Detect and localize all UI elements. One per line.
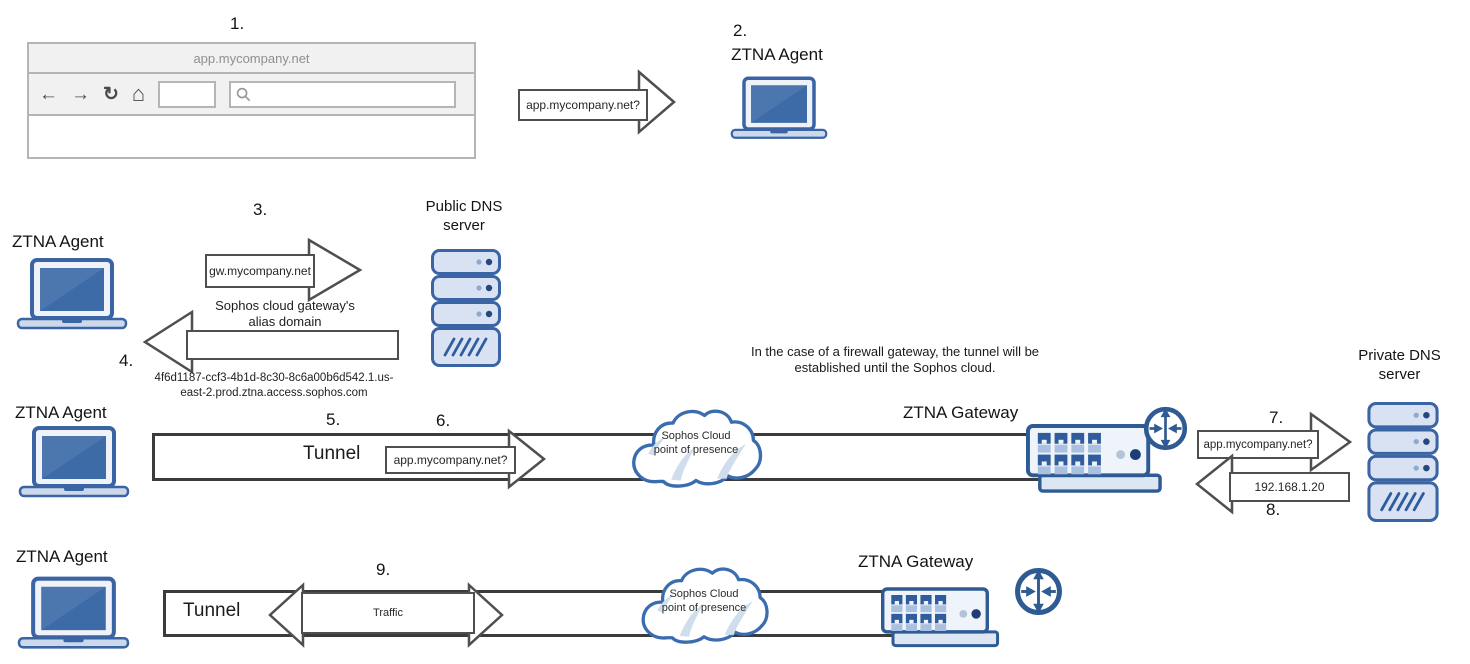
address-input[interactable] [158, 80, 217, 108]
home-icon[interactable]: ⌂ [131, 81, 146, 106]
step-8: 8. [1266, 500, 1281, 519]
ztna-agent-label-1: ZTNA Agent [731, 45, 823, 64]
ztna-gateway-label-2: ZTNA Gateway [858, 552, 974, 571]
sophos-cloud-label-1: Sophos Cloud point of presence [653, 430, 739, 457]
arrow-ip-response: 192.168.1.20 [1229, 472, 1350, 502]
back-icon[interactable]: ← [39, 83, 58, 105]
ztna-agent-label-4: ZTNA Agent [16, 547, 108, 566]
arrow-alias-response [186, 330, 399, 360]
step-4: 4. [119, 351, 134, 370]
public-dns-label: Public DNS server [425, 198, 503, 234]
dns-server-icon [1367, 402, 1439, 522]
laptop-icon [18, 426, 130, 498]
switch-icon [881, 586, 1001, 652]
ztna-agent-label-2: ZTNA Agent [12, 232, 104, 251]
step-3: 3. [253, 200, 268, 219]
dns-server-icon [431, 249, 501, 367]
tunnel-1 [152, 433, 1063, 481]
laptop-icon [730, 74, 828, 142]
alias-caption: Sophos cloud gateway's alias domain [215, 298, 355, 329]
step-2: 2. [733, 21, 748, 40]
forward-icon[interactable]: → [71, 83, 90, 105]
arrow-app-query-3: app.mycompany.net? [1197, 430, 1319, 459]
step-5: 5. [326, 410, 341, 429]
step-9: 9. [376, 560, 391, 579]
laptop-icon [17, 576, 130, 650]
router-icon [1142, 405, 1189, 452]
private-dns-label: Private DNS server [1358, 347, 1441, 383]
firewall-gateway-note: In the case of a firewall gateway, the t… [750, 344, 1040, 375]
ztna-gateway-label-1: ZTNA Gateway [903, 403, 1019, 422]
alias-domain-value: 4f6d1187-ccf3-4b1d-8c30-8c6a00b6d542.1.u… [154, 372, 394, 399]
step-6: 6. [436, 411, 451, 430]
browser-window: app.mycompany.net ← → ↻ ⌂ [27, 42, 476, 159]
router-icon [1013, 566, 1064, 617]
browser-content-area [29, 116, 474, 155]
tunnel-label-2: Tunnel [183, 600, 241, 621]
browser-toolbar: ← → ↻ ⌂ [29, 74, 474, 116]
search-icon [236, 87, 251, 102]
arrow-head-left [1194, 453, 1234, 515]
arrow-traffic: Traffic [301, 592, 475, 634]
laptop-icon [16, 258, 128, 330]
arrow-app-query-2: app.mycompany.net? [385, 446, 516, 474]
step-7: 7. [1269, 408, 1284, 427]
browser-title-bar: app.mycompany.net [29, 44, 474, 74]
search-input[interactable] [229, 80, 457, 108]
arrow-head-left [268, 582, 305, 648]
reload-icon[interactable]: ↻ [103, 83, 119, 105]
arrow-head-right [307, 237, 363, 303]
arrow-gw-query: gw.mycompany.net [205, 254, 315, 288]
tunnel-label-1: Tunnel [303, 443, 361, 464]
arrow-app-query-1: app.mycompany.net? [518, 89, 648, 121]
ztna-agent-label-3: ZTNA Agent [15, 403, 107, 422]
step-1: 1. [230, 14, 245, 33]
sophos-cloud-label-2: Sophos Cloud point of presence [661, 588, 747, 615]
